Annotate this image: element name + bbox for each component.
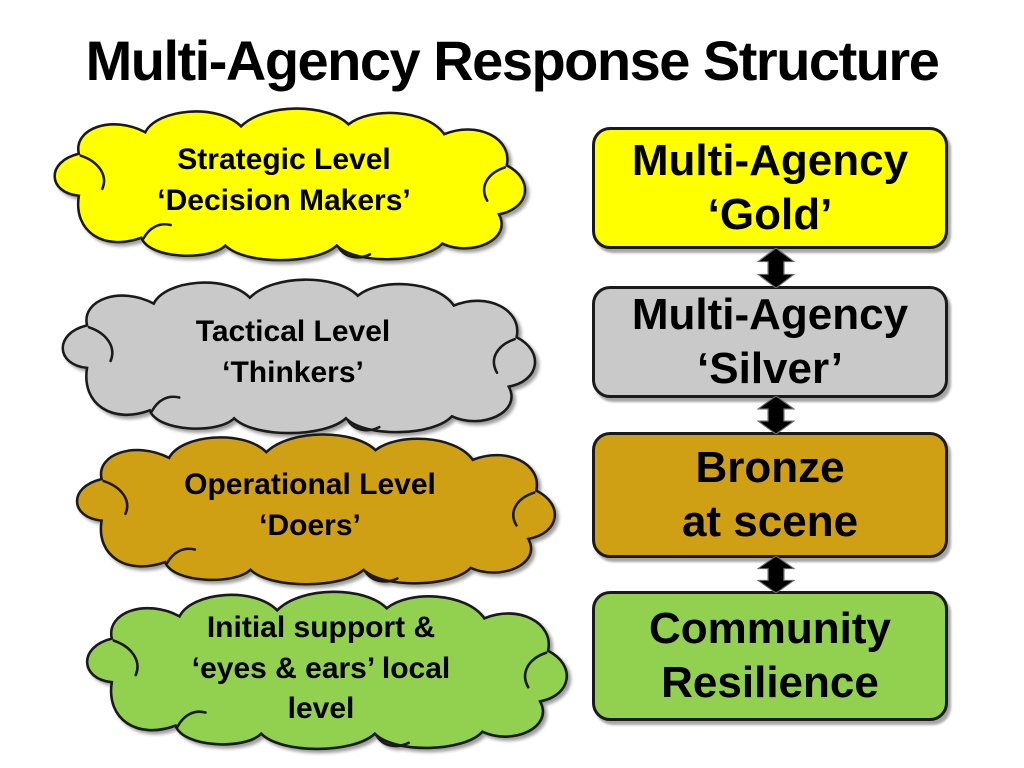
cloud-line: Operational Level xyxy=(184,467,436,501)
cloud-line: ‘Doers’ xyxy=(259,509,361,542)
box-line: Multi-Agency xyxy=(631,136,909,186)
box-bronze-at-scene: Bronze at scene xyxy=(592,432,948,558)
cloud-operational-level: Operational Level ‘Doers’ xyxy=(52,427,568,591)
cloud-line: ‘Thinkers’ xyxy=(222,356,364,389)
cloud-strategic-level: Strategic Level ‘Decision Makers’ xyxy=(30,101,538,267)
box-line: Community xyxy=(649,604,891,654)
cloud-line: level xyxy=(287,692,355,726)
cloud-line: Strategic Level xyxy=(177,142,391,176)
cloud-text: Tactical Level ‘Thinkers’ xyxy=(38,272,548,440)
cloud-text: Operational Level ‘Doers’ xyxy=(52,427,568,591)
box-line: Resilience xyxy=(661,658,879,707)
box-line: Bronze xyxy=(695,443,845,493)
box-community-resilience: Community Resilience xyxy=(592,591,948,721)
double-arrow-icon xyxy=(757,396,795,434)
cloud-line: Initial support & xyxy=(206,610,436,644)
cloud-tactical-level: Tactical Level ‘Thinkers’ xyxy=(38,272,548,440)
double-arrow-icon xyxy=(757,556,795,593)
box-line: Multi-Agency xyxy=(631,290,909,340)
box-line: ‘Gold’ xyxy=(707,190,833,239)
cloud-initial-support: Initial support & ‘eyes & ears’ local le… xyxy=(62,584,580,756)
cloud-line: ‘eyes & ears’ local xyxy=(191,651,451,685)
cloud-text: Initial support & ‘eyes & ears’ local le… xyxy=(62,584,580,756)
cloud-line: ‘Decision Makers’ xyxy=(157,184,411,217)
box-line: at scene xyxy=(681,497,859,546)
slide-title: Multi-Agency Response Structure xyxy=(85,29,940,92)
box-multi-agency-silver: Multi-Agency ‘Silver’ xyxy=(592,286,948,398)
box-multi-agency-gold: Multi-Agency ‘Gold’ xyxy=(592,127,948,249)
cloud-line: Tactical Level xyxy=(195,314,391,348)
cloud-text: Strategic Level ‘Decision Makers’ xyxy=(30,101,538,267)
box-line: ‘Silver’ xyxy=(697,344,843,393)
double-arrow-icon xyxy=(757,248,795,288)
